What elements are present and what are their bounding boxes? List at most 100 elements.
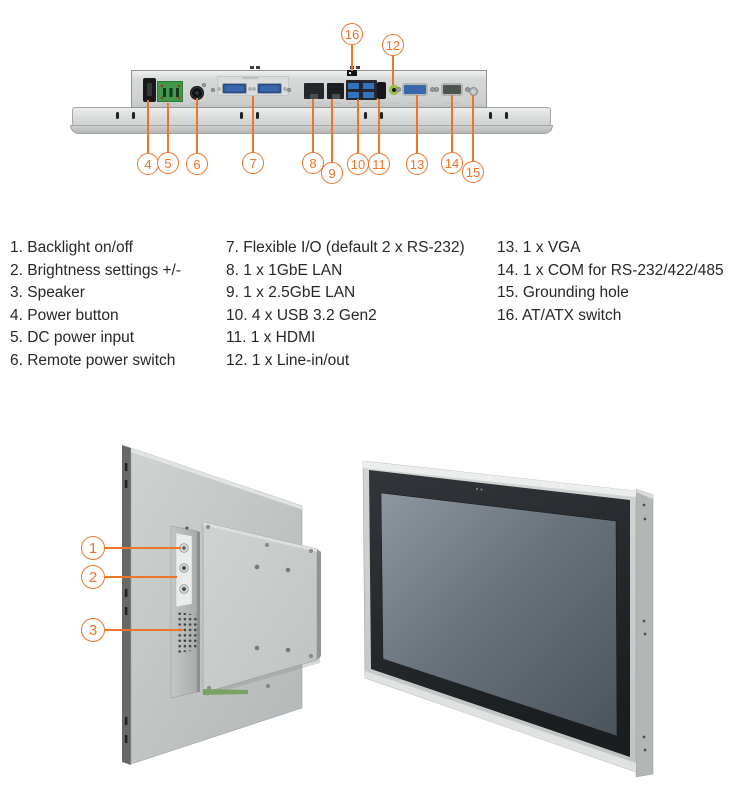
control-strip-edge <box>197 531 200 692</box>
bracket-screw <box>287 88 291 92</box>
callout-line-1 <box>105 547 181 549</box>
top-edge-screw <box>256 66 260 69</box>
callout-9: 9 <box>321 162 343 184</box>
legend-item: 6. Remote power switch <box>10 351 176 369</box>
hdmi-port <box>377 82 386 99</box>
rear-bezel-edge <box>122 445 131 765</box>
screen <box>380 492 618 737</box>
legend-column-3: 13. 1 x VGA 14. 1 x COM for RS-232/422/4… <box>497 237 747 327</box>
flange-slot <box>116 112 119 119</box>
callout-line-4 <box>147 100 149 153</box>
bezel-edge-slots <box>124 463 128 743</box>
side-mount-strip-cap <box>636 489 653 499</box>
callout-10: 10 <box>347 153 369 175</box>
flange-slot <box>364 112 367 119</box>
port-label-print <box>307 102 321 104</box>
port-label-print <box>376 102 387 104</box>
legend-item: 5. DC power input <box>10 329 135 347</box>
callout-1: 1 <box>81 536 105 560</box>
at-atx-switch <box>347 70 357 76</box>
callout-4: 4 <box>137 153 159 175</box>
mount-plate-top-highlight <box>203 522 317 552</box>
brightness-down-button <box>179 584 189 594</box>
legend-item: 16. AT/ATX switch <box>497 306 622 324</box>
flange-slot <box>380 112 383 119</box>
callout-8: 8 <box>302 152 324 174</box>
callout-line-14 <box>451 95 453 152</box>
rear-cover-top-highlight <box>131 448 302 510</box>
legend-item: 8. 1 x 1GbE LAN <box>226 261 343 279</box>
legend-item: 13. 1 x VGA <box>497 239 581 256</box>
callout-line-6 <box>196 98 198 153</box>
com-screw <box>434 87 439 92</box>
pcb-edge <box>203 689 248 695</box>
callout-line-9 <box>331 99 333 162</box>
callout-6: 6 <box>186 153 208 175</box>
flange-slot <box>240 112 243 119</box>
legend-item: 15. Grounding hole <box>497 284 629 302</box>
port-label-print <box>162 103 177 105</box>
serial-port-1 <box>217 83 252 94</box>
port-label-print <box>348 102 359 104</box>
callout-7: 7 <box>242 152 264 174</box>
vesa-holes <box>254 564 291 653</box>
legend-column-2: 7. Flexible I/O (default 2 x RS-232) 8. … <box>226 237 494 373</box>
front-frame-top-highlight <box>363 461 636 497</box>
port-label-print <box>408 102 422 104</box>
usb-ports <box>346 80 377 100</box>
flange-slot <box>132 112 135 119</box>
callout-14: 14 <box>441 152 463 174</box>
callout-5: 5 <box>157 152 179 174</box>
callout-line-13 <box>416 95 418 153</box>
port-label-print <box>388 102 401 104</box>
callout-line-15 <box>472 95 474 161</box>
legend-item: 7. Flexible I/O (default 2 x RS-232) <box>226 239 465 256</box>
callout-line-11 <box>378 99 380 153</box>
serial-port-2 <box>252 83 287 94</box>
legend-column-1: 1. Backlight on/off 2. Brightness settin… <box>10 237 222 373</box>
front-three-quarter-view <box>362 460 654 778</box>
flange-slot <box>256 112 259 119</box>
port-label-print <box>363 102 374 104</box>
strip-screw <box>185 526 189 530</box>
callout-2: 2 <box>81 565 105 589</box>
callout-line-16 <box>351 45 353 71</box>
port-label-print <box>329 102 342 104</box>
callout-12: 12 <box>382 34 404 56</box>
brightness-up-button <box>179 563 189 573</box>
lan1-port <box>304 83 324 99</box>
callout-line-5 <box>167 103 169 152</box>
legend-item: 1. Backlight on/off <box>10 239 133 256</box>
rear-three-quarter-view <box>122 445 321 765</box>
callout-16: 16 <box>341 23 363 45</box>
lan2-port <box>327 83 344 99</box>
plate-screws <box>205 525 314 691</box>
side-strip-screws <box>642 503 647 752</box>
vga-screw <box>396 87 401 92</box>
callout-line-2 <box>105 576 177 578</box>
callout-line-3 <box>105 629 183 631</box>
dc-terminal-slots <box>163 88 179 97</box>
front-frame-bottom-highlight <box>365 671 636 772</box>
legend-item: 3. Speaker <box>10 284 85 302</box>
top-edge-screw <box>250 66 254 69</box>
vga-port <box>402 83 428 96</box>
callout-15: 15 <box>462 161 484 183</box>
mount-plate-side <box>317 549 321 660</box>
callout-line-8 <box>312 99 314 152</box>
bracket-screw <box>211 88 215 92</box>
callout-line-10 <box>357 99 359 153</box>
rear-io-panel-diagram: 16 12 4 5 6 7 8 9 10 11 13 14 15 <box>0 0 750 225</box>
legend-item: 4. Power button <box>10 306 119 324</box>
callout-line-12 <box>392 56 394 85</box>
power-button-port <box>143 78 156 102</box>
port-label-print <box>242 77 258 79</box>
legend-item: 9. 1 x 2.5GbE LAN <box>226 284 356 302</box>
top-edge-screw <box>356 66 360 69</box>
bezel-top-marks <box>475 487 483 491</box>
callout-3: 3 <box>81 618 105 642</box>
callout-11: 11 <box>368 153 390 175</box>
legend-item: 10. 4 x USB 3.2 Gen2 <box>226 306 377 324</box>
legend-item: 2. Brightness settings +/- <box>10 261 182 279</box>
